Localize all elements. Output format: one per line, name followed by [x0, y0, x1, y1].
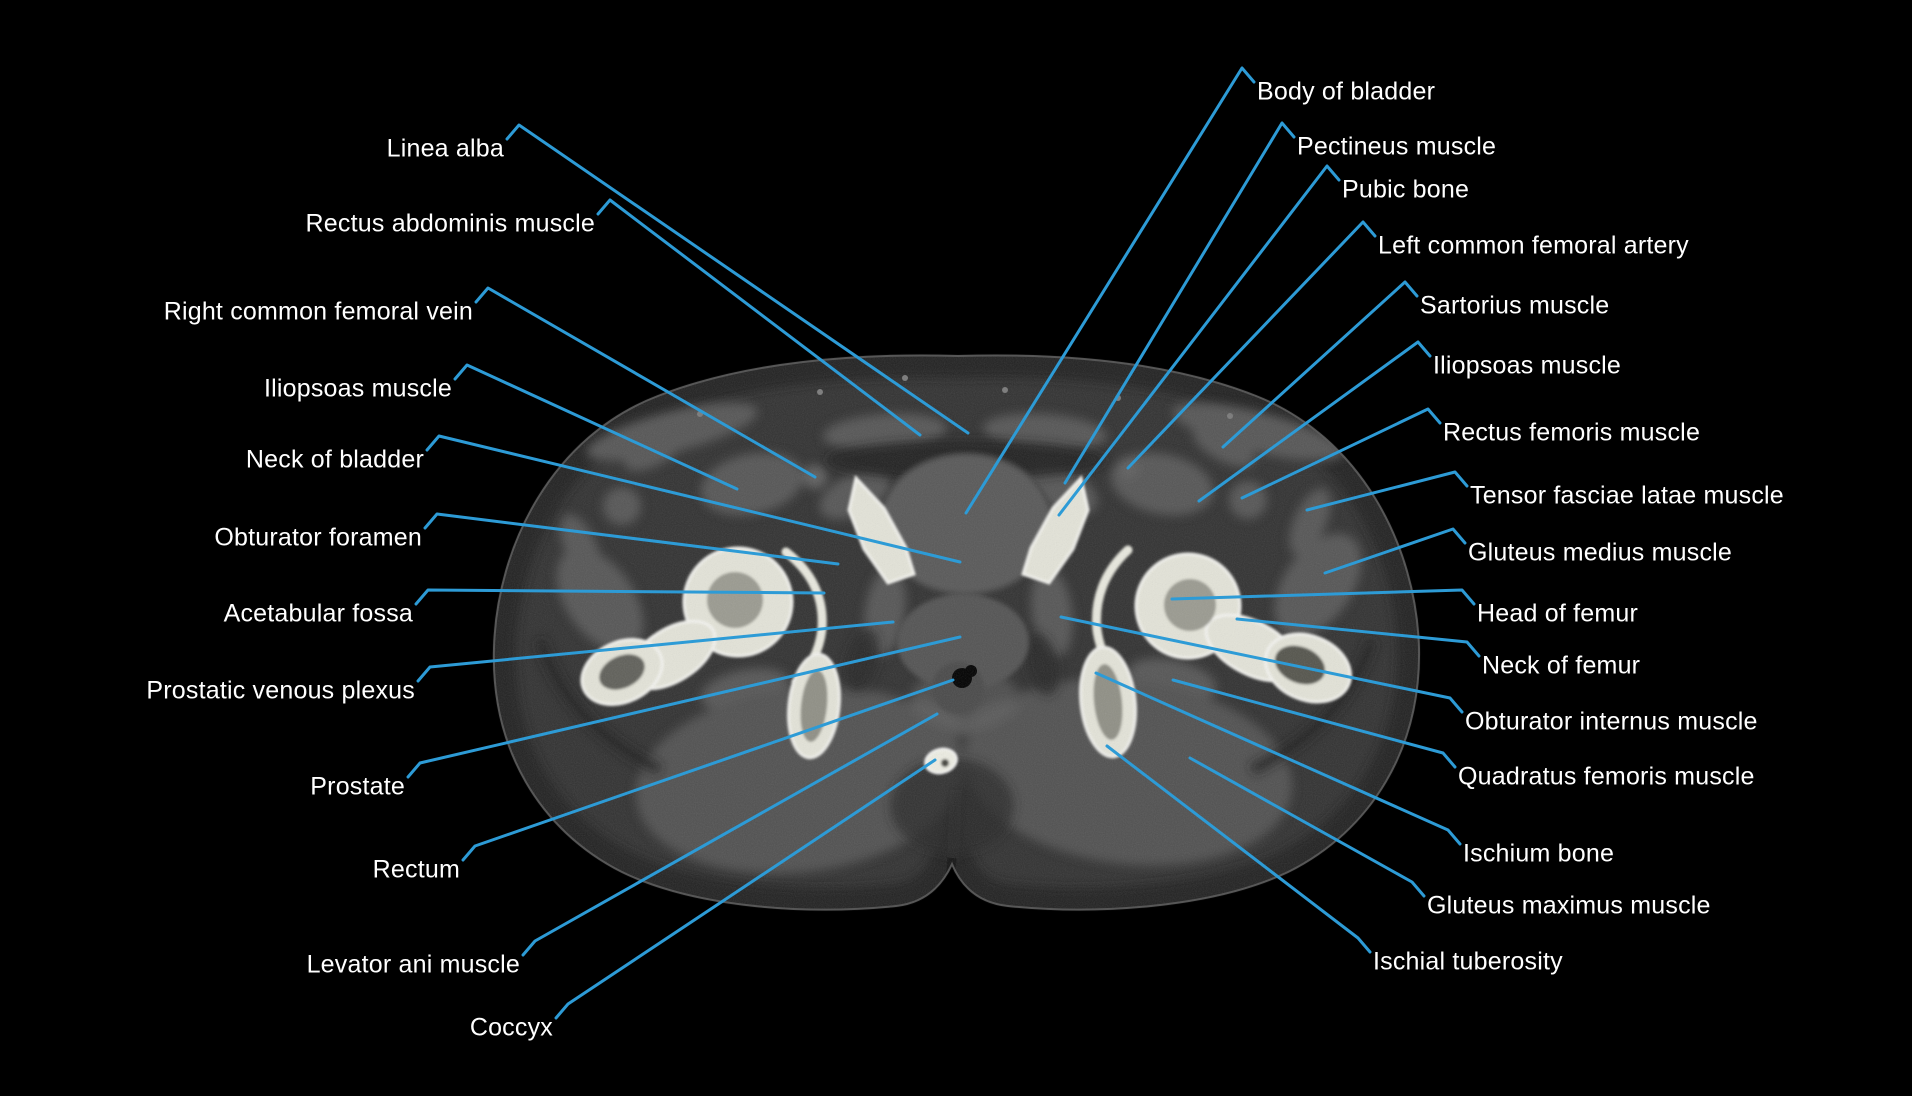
label-coccyx: Coccyx [469, 1013, 553, 1042]
label-body-of-bladder: Body of bladder [1257, 77, 1436, 106]
label-obturator-internus-muscle: Obturator internus muscle [1465, 707, 1758, 736]
label-pubic-bone: Pubic bone [1342, 175, 1470, 204]
label-neck-of-femur: Neck of femur [1482, 651, 1641, 680]
label-prostatic-venous-plexus: Prostatic venous plexus [146, 676, 415, 705]
label-rectus-abdominis-muscle: Rectus abdominis muscle [305, 209, 595, 238]
label-prostate: Prostate [310, 772, 405, 801]
label-right-common-femoral-vein: Right common femoral vein [163, 297, 473, 326]
label-pectineus-muscle: Pectineus muscle [1297, 132, 1497, 161]
label-rectus-femoris-muscle: Rectus femoris muscle [1443, 418, 1701, 447]
label-iliopsoas-muscle-right: Iliopsoas muscle [1433, 351, 1622, 380]
label-quadratus-femoris-muscle: Quadratus femoris muscle [1458, 762, 1755, 791]
label-neck-of-bladder: Neck of bladder [245, 445, 424, 474]
label-acetabular-fossa: Acetabular fossa [223, 599, 413, 628]
label-ischial-tuberosity: Ischial tuberosity [1373, 947, 1563, 976]
label-iliopsoas-muscle-left: Iliopsoas muscle [263, 374, 452, 403]
label-rectum: Rectum [372, 855, 460, 884]
label-ischium-bone: Ischium bone [1463, 839, 1615, 868]
label-gluteus-maximus-muscle: Gluteus maximus muscle [1427, 891, 1711, 920]
label-obturator-foramen: Obturator foramen [214, 523, 422, 552]
label-linea-alba: Linea alba [386, 134, 504, 163]
label-levator-ani-muscle: Levator ani muscle [306, 950, 520, 979]
label-tensor-fasciae-latae-muscle: Tensor fasciae latae muscle [1470, 481, 1784, 510]
label-left-common-femoral-artery: Left common femoral artery [1378, 231, 1689, 260]
label-gluteus-medius-muscle: Gluteus medius muscle [1468, 538, 1733, 567]
label-head-of-femur: Head of femur [1477, 599, 1639, 628]
label-sartorius-muscle: Sartorius muscle [1420, 291, 1610, 320]
